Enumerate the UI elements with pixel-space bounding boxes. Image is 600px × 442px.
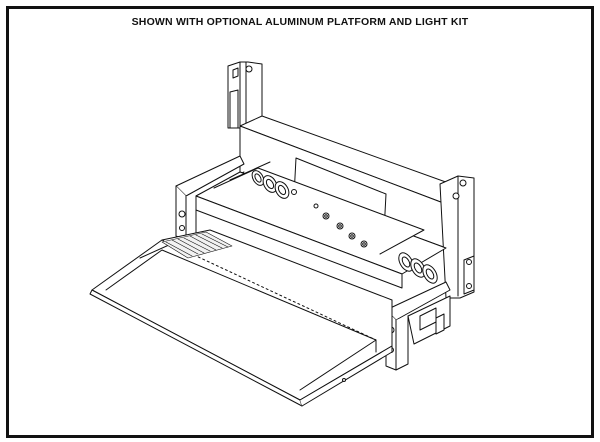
platform-details: [342, 339, 377, 382]
center-fasteners: [313, 203, 368, 248]
right-column: [439, 175, 475, 299]
light-kit-left: [251, 170, 297, 199]
figure-caption: SHOWN WITH OPTIONAL ALUMINUM PLATFORM AN…: [131, 16, 469, 28]
left-column: [227, 61, 263, 129]
right-side-arm: [385, 281, 451, 371]
aluminum-platform: [89, 229, 393, 407]
light-kit-right: [398, 252, 438, 284]
platform-flip-plate-hatch: [161, 231, 233, 259]
